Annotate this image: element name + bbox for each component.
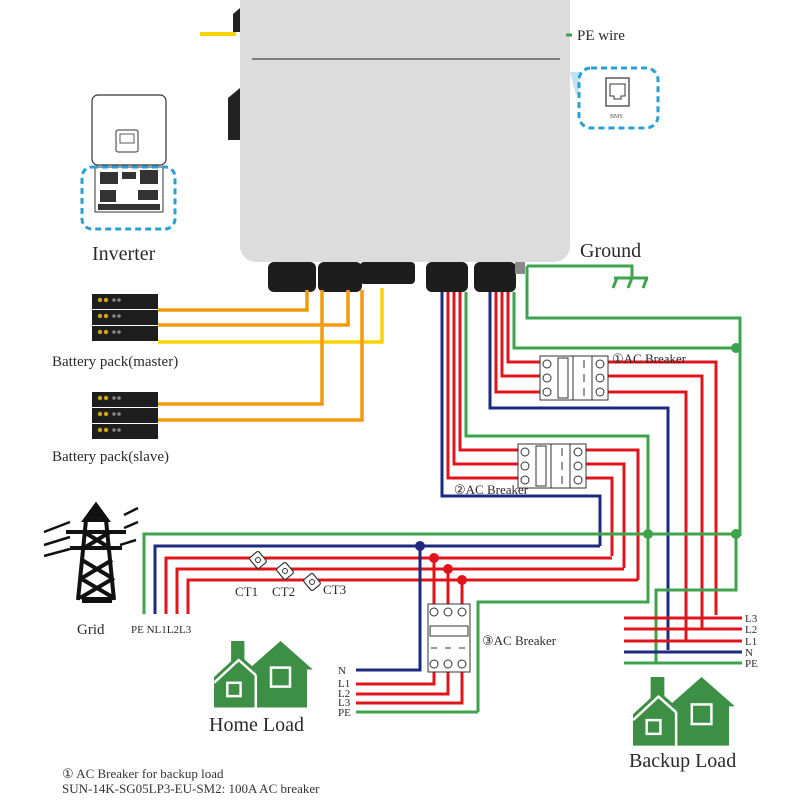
battery-slave-label: Battery pack(slave): [52, 449, 169, 465]
grid-terminal-labels: PE NL1L2L3: [131, 624, 192, 636]
battery-module: [92, 310, 158, 325]
svg-text:N: N: [338, 665, 346, 677]
backup-load-bus: [624, 534, 742, 665]
terminal-screw: [429, 607, 439, 617]
ct-clamp-icon: [249, 550, 267, 570]
svg-text:L1: L1: [745, 636, 757, 648]
terminal-screw: [573, 461, 583, 471]
grid-tower-icon: [43, 501, 139, 603]
footnote-1: ① AC Breaker for backup load: [62, 766, 224, 781]
grid-bus-wires: [142, 532, 740, 614]
terminal-screw: [457, 607, 467, 617]
window: [690, 703, 713, 726]
battery-module: [92, 424, 158, 439]
terminal-screw: [429, 659, 439, 669]
breaker-3-label: ③AC Breaker: [482, 633, 557, 648]
ground-label: Ground: [580, 240, 641, 262]
breaker-1-label: ①AC Breaker: [612, 351, 687, 366]
ct-clamp-icon: [303, 572, 321, 592]
battery-module: [92, 392, 158, 407]
window: [645, 718, 662, 736]
bms-label: BMS: [610, 114, 623, 120]
home-load-label: Home Load: [209, 714, 304, 736]
pe-wire-legend-label: PE wire: [577, 28, 625, 44]
home-load-house-icon: [213, 641, 313, 708]
bms-port-callout: BMS: [570, 66, 660, 130]
terminal-screw: [457, 659, 467, 669]
battery-pack-master: [92, 294, 158, 341]
ct-clamp-icon: [276, 561, 294, 581]
pe-wire-legend: PE wire: [566, 28, 625, 44]
inverter-label: Inverter: [92, 243, 156, 265]
breaker-body: [517, 443, 587, 489]
battery-pack-slave: [92, 392, 158, 439]
breaker-body: [427, 603, 471, 673]
breaker-body: [539, 355, 609, 401]
home-load-wires: [356, 546, 478, 714]
svg-text:L2: L2: [338, 688, 350, 700]
window: [226, 681, 242, 698]
small-house: [214, 654, 256, 708]
terminal-screw: [573, 447, 583, 457]
ethernet-port-icon: [605, 77, 630, 107]
backup-load-terminal-labels: L3 L2 L1 N PE: [745, 613, 758, 670]
ct2-label: CT2: [272, 584, 295, 599]
backup-load-label: Backup Load: [629, 750, 736, 772]
svg-text:PE: PE: [745, 658, 758, 670]
terminal-screw: [443, 607, 453, 617]
battery-wires: [158, 288, 384, 422]
grid-feed-wires: [440, 292, 650, 712]
terminal-screw: [595, 387, 605, 397]
svg-text:N: N: [745, 647, 753, 659]
inverter-main-unit: [228, 0, 570, 292]
battery-module: [92, 294, 158, 309]
ac-breaker-1: [539, 355, 609, 401]
terminal-screw: [520, 461, 530, 471]
terminal-screw: [520, 475, 530, 485]
breaker-2-label: ②AC Breaker: [454, 482, 529, 497]
big-house: [668, 677, 735, 746]
footnote-2: SUN-14K-SG05LP3-EU-SM2: 100A AC breaker: [62, 781, 320, 796]
inverter-thumbnail: Inverter: [80, 94, 177, 265]
svg-text:L3: L3: [338, 697, 351, 709]
home-load-terminal-labels: N L1 L2 L3 PE: [338, 665, 351, 719]
svg-text:L1: L1: [338, 678, 350, 690]
battery-module: [92, 326, 158, 341]
small-house: [633, 690, 677, 746]
big-house: [248, 641, 313, 708]
terminal-screw: [542, 387, 552, 397]
grid-label: Grid: [77, 622, 105, 638]
terminal-screw: [595, 373, 605, 383]
terminal-screw: [542, 359, 552, 369]
terminal-screw: [595, 359, 605, 369]
backup-feed-wires: [488, 292, 736, 650]
ct-clamps: [249, 550, 321, 592]
backup-load-house-icon: [632, 677, 735, 746]
ac-breaker-2: [517, 443, 587, 489]
ct3-label: CT3: [323, 582, 346, 597]
cable-glands: [268, 262, 525, 292]
svg-text:L2: L2: [745, 624, 757, 636]
terminal-screw: [520, 447, 530, 457]
ct1-label: CT1: [235, 584, 258, 599]
battery-master-label: Battery pack(master): [52, 354, 178, 370]
ac-breaker-3: [427, 603, 471, 673]
window: [269, 666, 292, 688]
terminal-screw: [443, 659, 453, 669]
footnotes: ① AC Breaker for backup load SUN-14K-SG0…: [62, 766, 319, 796]
terminal-screw: [542, 373, 552, 383]
svg-text:L3: L3: [745, 613, 758, 625]
battery-module: [92, 408, 158, 423]
terminal-screw: [573, 475, 583, 485]
svg-text:PE: PE: [338, 707, 351, 719]
ground-connection: [525, 264, 742, 536]
